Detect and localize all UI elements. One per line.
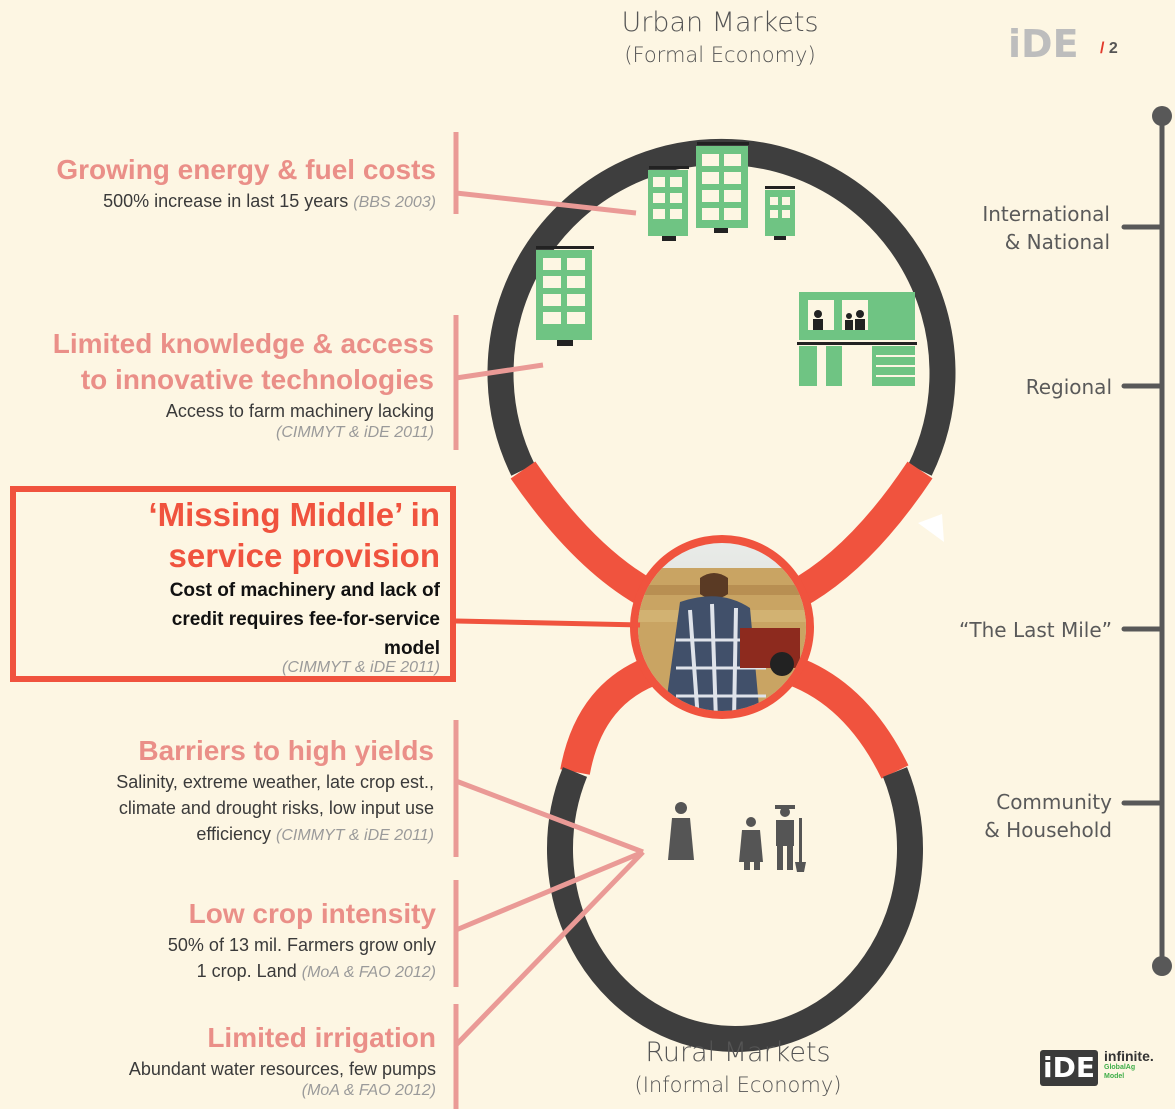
red-ribbon-lower-left bbox=[560, 653, 665, 775]
farmer-photo bbox=[638, 543, 806, 711]
rural-markets-title: Rural Markets bbox=[645, 1037, 831, 1068]
barriers-note: Barriers to high yields Salinity, extrem… bbox=[116, 735, 434, 844]
crop-intensity-note: Low crop intensity 50% of 13 mil. Farmer… bbox=[167, 898, 436, 981]
urban-markets-title: Urban Markets bbox=[621, 7, 819, 38]
knowledge-access-note: Limited knowledge & access to innovative… bbox=[52, 328, 434, 441]
scale-axis bbox=[1121, 113, 1165, 969]
ide-logo: iDE bbox=[1008, 22, 1079, 66]
energy-costs-title: Growing energy & fuel costs bbox=[56, 154, 436, 185]
scale-label-last-mile: “The Last Mile” bbox=[959, 618, 1112, 642]
footer-logo-mark: iDE bbox=[1040, 1050, 1098, 1086]
irrigation-note: Limited irrigation Abundant water resour… bbox=[128, 1022, 436, 1099]
scale-label-international: International& National bbox=[982, 202, 1110, 254]
page-number: / 2 bbox=[1100, 40, 1118, 57]
missing-middle-note: ‘Missing Middle’ in service provision Co… bbox=[148, 496, 440, 676]
rural-people-icons bbox=[668, 802, 806, 872]
energy-costs-note: Growing energy & fuel costs 500% increas… bbox=[0, 152, 436, 216]
bottom-loop-arc bbox=[547, 767, 923, 1052]
red-ribbon-left bbox=[510, 461, 658, 609]
rural-markets-subtitle: (Informal Economy) bbox=[634, 1073, 842, 1097]
red-ribbon-lower-right bbox=[780, 653, 909, 779]
urban-markets-subtitle: (Formal Economy) bbox=[624, 43, 816, 67]
scale-label-community: Community& Household bbox=[984, 790, 1112, 842]
missing-middle-box bbox=[10, 486, 456, 682]
red-ribbon-right bbox=[787, 461, 933, 609]
footer-logo-text: infinite. GlobalAg Model bbox=[1104, 1048, 1154, 1080]
scale-label-regional: Regional bbox=[1025, 375, 1112, 399]
